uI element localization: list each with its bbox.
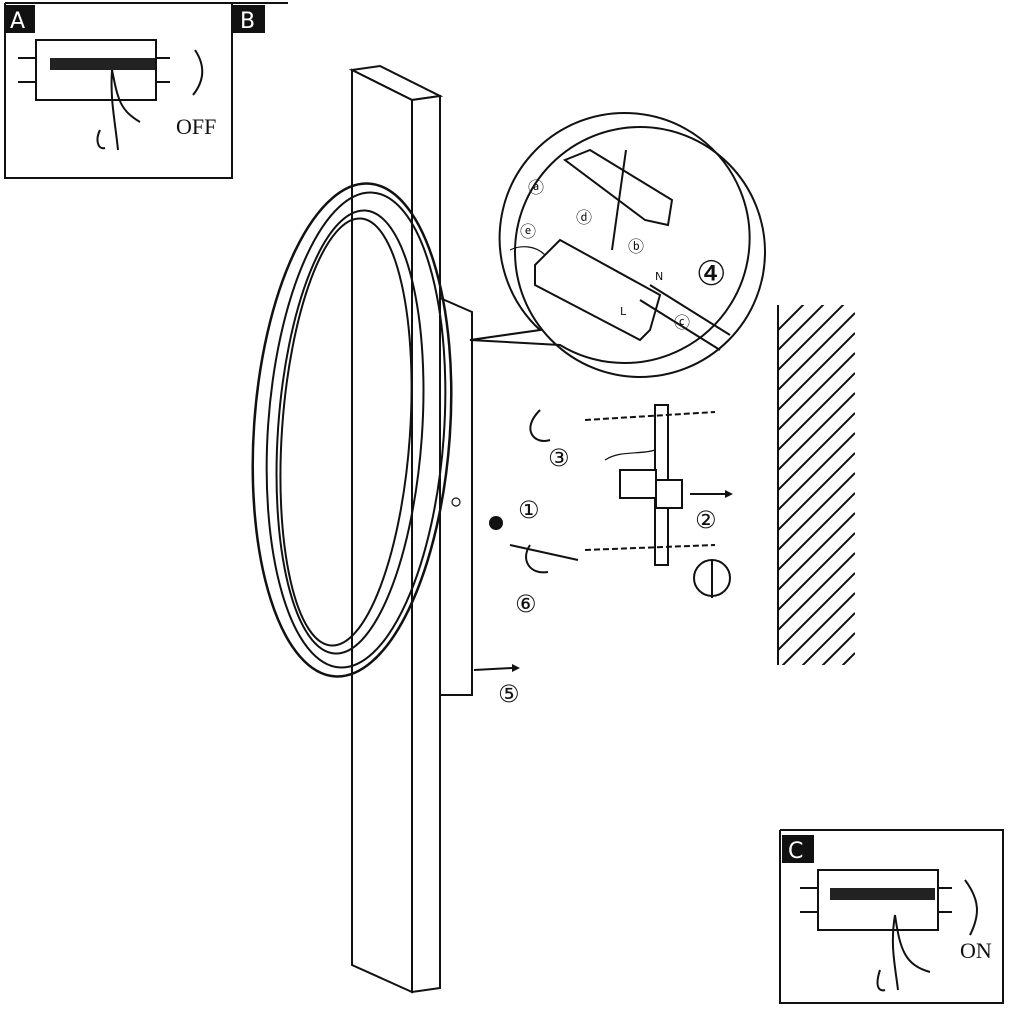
breaker-panel-icon — [18, 39, 170, 101]
arrow-up-icon — [964, 879, 978, 936]
panel-a-switch-off: A B OFF — [4, 2, 288, 179]
panel-c-switch-on: C ON — [779, 829, 1004, 1004]
callout-b: ⓑ — [628, 237, 644, 256]
hand-icon — [96, 69, 141, 151]
arrow-down-icon — [192, 49, 204, 96]
switch-on-label: ON — [960, 938, 992, 963]
step-4-label: ④ — [696, 254, 726, 294]
step-6-label: ⑥ — [515, 590, 537, 618]
rotate-arrow-icon — [529, 409, 551, 442]
screwdriver-icon — [611, 149, 627, 251]
panel-b-tag-bg — [232, 5, 265, 33]
panel-b-tag: B — [240, 9, 255, 34]
step-1-label: ① — [518, 496, 540, 524]
step-2-label: ② — [695, 506, 717, 534]
callout-c: ⓒ — [674, 313, 690, 332]
breaker-panel-icon — [800, 869, 952, 931]
terminal-detail-inset: ⓐ ⓑ ⓒ ⓓ ⓔ N L ④ — [469, 112, 766, 378]
rotate-arrow-icon — [525, 544, 549, 574]
wire-mark-n: N — [655, 270, 663, 283]
wire-mark-l: L — [620, 305, 627, 318]
callout-e: ⓔ — [520, 222, 536, 241]
screw-hole-icon — [451, 497, 461, 507]
step-3-label: ③ — [548, 444, 570, 472]
panel-c-tag: C — [788, 839, 803, 864]
wall-hatch — [777, 305, 855, 665]
mounting-bracket — [584, 404, 716, 566]
lamp-backplate — [348, 64, 473, 994]
panel-a-tag-bg — [5, 5, 35, 33]
callout-d: ⓓ — [576, 208, 592, 227]
led-ring — [251, 182, 453, 678]
hand-icon — [876, 914, 931, 992]
callout-a: ⓐ — [528, 178, 544, 197]
knob-screw-icon — [489, 516, 503, 530]
switch-off-label: OFF — [176, 114, 216, 139]
step-5-label: ⑤ — [498, 680, 520, 708]
panel-a-tag: A — [10, 9, 25, 34]
